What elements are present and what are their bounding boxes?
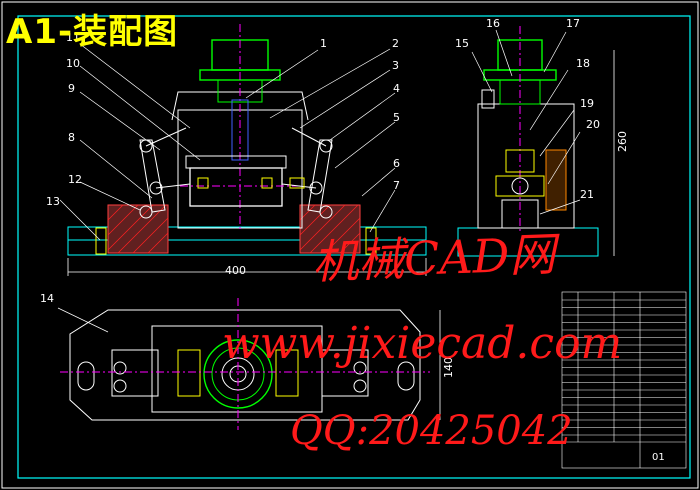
- part-number-10: 10: [66, 57, 80, 70]
- title-block: 01: [561, 291, 687, 469]
- part-number-20: 20: [586, 118, 600, 131]
- dim-plan-height: 140: [442, 357, 455, 378]
- part-number-5: 5: [393, 111, 400, 124]
- sheet-inner-border: [17, 15, 691, 479]
- drawing-title: A1-装配图: [6, 12, 179, 52]
- watermark-qq: QQ:20425042: [290, 408, 573, 454]
- part-number-12: 12: [68, 173, 82, 186]
- part-number-18: 18: [576, 57, 590, 70]
- front-base-plate: [67, 226, 427, 256]
- part-number-2: 2: [392, 37, 399, 50]
- watermark-url: www.jixiecad.com: [222, 318, 623, 369]
- part-number-21: 21: [580, 188, 594, 201]
- part-number-4: 4: [393, 82, 400, 95]
- dim-front-width: 400: [225, 264, 246, 277]
- left-linkage: [139, 127, 191, 219]
- plan-center-ring: [203, 339, 273, 409]
- workpiece: [189, 167, 283, 207]
- front-leaders: [59, 43, 396, 241]
- part-number-3: 3: [392, 59, 399, 72]
- part-number-13: 13: [46, 195, 60, 208]
- front-view: 400: [67, 24, 427, 277]
- part-number-17: 17: [566, 17, 580, 30]
- watermark-brand: 机械CAD网: [311, 226, 557, 290]
- plan-base: [69, 309, 421, 421]
- right-linkage: [281, 127, 333, 219]
- part-number-19: 19: [580, 97, 594, 110]
- side-view: 260: [457, 26, 629, 257]
- part-number-16: 16: [486, 17, 500, 30]
- side-leaders: [471, 29, 581, 215]
- part-number-1: 1: [320, 37, 327, 50]
- part-number-7: 7: [393, 179, 400, 192]
- part-number-15: 15: [455, 37, 469, 50]
- piston-rod: [231, 99, 249, 161]
- part-number-8: 8: [68, 131, 75, 144]
- plan-view: 140: [60, 298, 455, 430]
- part-number-6: 6: [393, 157, 400, 170]
- dim-side-height: 260: [616, 131, 629, 152]
- part-number-11: 11: [66, 31, 80, 44]
- part-number-14: 14: [40, 292, 54, 305]
- sheet-number: 01: [652, 452, 665, 463]
- part-number-9: 9: [68, 82, 75, 95]
